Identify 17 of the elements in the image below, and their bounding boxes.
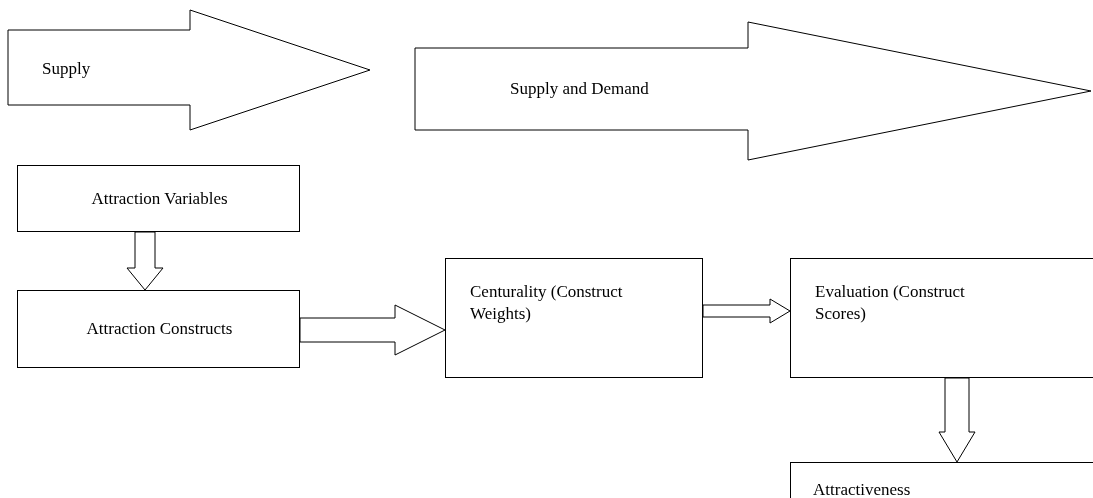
block-arrow	[299, 304, 446, 356]
node-label: Evaluation (Construct Scores)	[815, 281, 966, 326]
node-label: Supply and Demand	[510, 78, 650, 100]
node-label: Supply	[42, 58, 92, 80]
block-arrow	[702, 298, 791, 324]
node-label: Centurality (Construct Weights)	[470, 281, 624, 326]
block-arrow	[126, 231, 164, 291]
node-label: Attraction Constructs	[85, 318, 234, 340]
node-label: Attractiveness	[813, 479, 912, 498]
node-label: Attraction Variables	[90, 188, 229, 210]
block-arrow-shape	[8, 10, 370, 130]
process-box	[17, 290, 300, 368]
process-box	[17, 165, 300, 232]
block-arrow-shape	[415, 22, 1091, 160]
process-box	[445, 258, 703, 378]
block-arrow	[938, 377, 976, 463]
process-box	[790, 258, 1093, 378]
